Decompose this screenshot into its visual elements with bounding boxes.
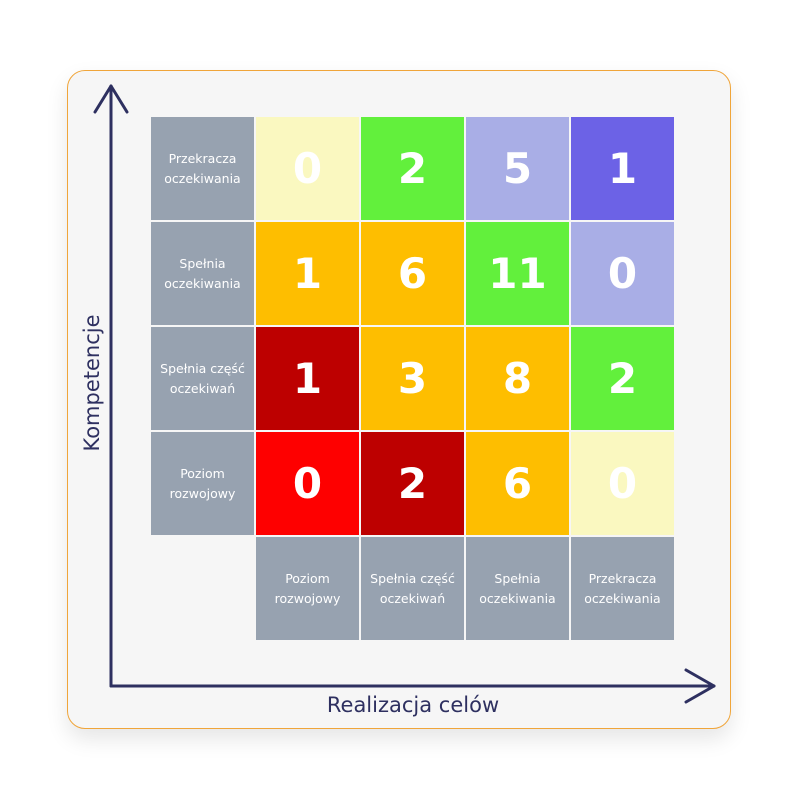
matrix-cell: 6 [361, 222, 464, 325]
matrix-cell: 6 [466, 432, 569, 535]
matrix-cell: 2 [361, 117, 464, 220]
matrix-cell: 11 [466, 222, 569, 325]
row-label: Spełnia oczekiwania [151, 222, 254, 325]
matrix-cell: 0 [256, 117, 359, 220]
matrix-cell: 1 [256, 222, 359, 325]
matrix-cell: 0 [571, 432, 674, 535]
column-label: Spełnia oczekiwania [466, 537, 569, 640]
matrix-cell: 3 [361, 327, 464, 430]
matrix-cell: 8 [466, 327, 569, 430]
matrix-cell: 2 [571, 327, 674, 430]
matrix-cell: 2 [361, 432, 464, 535]
matrix-cell: 5 [466, 117, 569, 220]
row-label: Przekracza oczekiwania [151, 117, 254, 220]
column-label: Poziom rozwojowy [256, 537, 359, 640]
matrix-cell: 1 [571, 117, 674, 220]
y-axis-label: Kompetencje [80, 314, 104, 452]
matrix-cell: 0 [571, 222, 674, 325]
column-label: Spełnia część oczekiwań [361, 537, 464, 640]
row-label: Poziom rozwojowy [151, 432, 254, 535]
row-label: Spełnia część oczekiwań [151, 327, 254, 430]
matrix-cell: 1 [256, 327, 359, 430]
column-label: Przekracza oczekiwania [571, 537, 674, 640]
x-axis-label: Realizacja celów [326, 693, 500, 717]
matrix-cell: 0 [256, 432, 359, 535]
